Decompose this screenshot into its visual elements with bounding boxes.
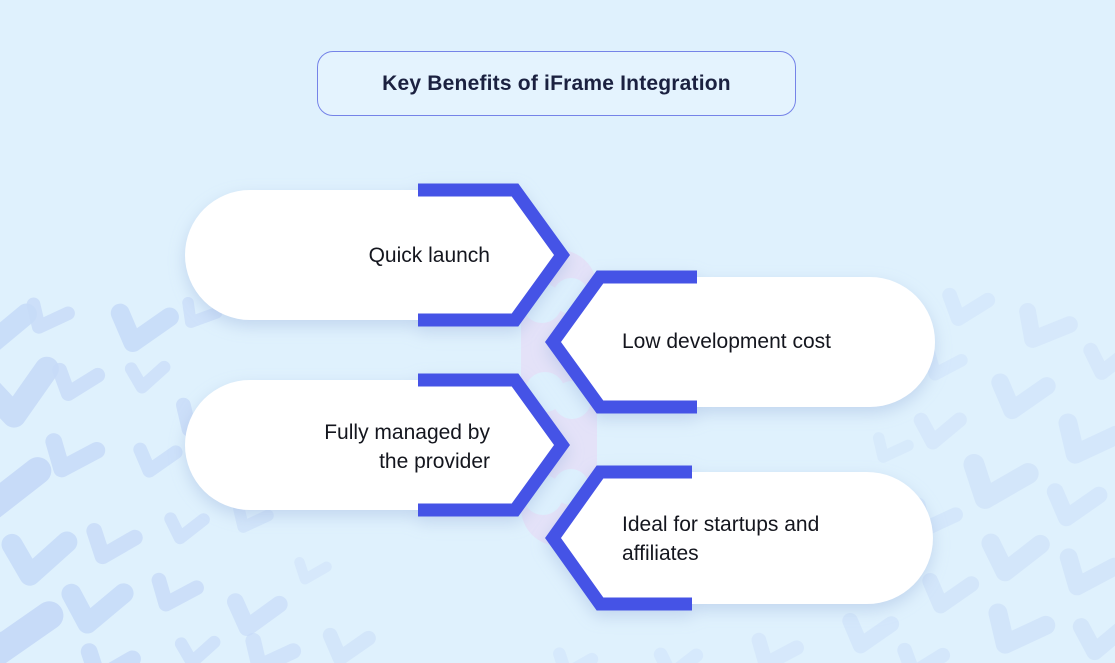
card-body	[553, 277, 935, 407]
v-logo-mark-icon	[230, 594, 279, 634]
v-logo-mark-icon	[54, 364, 98, 401]
v-logo-mark-icon	[752, 634, 797, 663]
v-logo-mark-icon	[67, 584, 124, 628]
v-logo-mark-icon	[964, 455, 1028, 509]
v-logo-mark-icon	[925, 574, 971, 612]
benefit-card-fully-managed	[185, 373, 571, 517]
card-arrow-right	[418, 373, 571, 517]
v-logo-mark-icon	[0, 369, 51, 418]
card-body	[553, 472, 933, 604]
v-logo-mark-icon	[657, 648, 696, 663]
benefit-label-line: Fully managed by	[324, 421, 490, 444]
title-badge: Key Benefits of iFrame Integration	[317, 51, 796, 116]
benefit-card-ideal-for-startups	[545, 465, 933, 611]
v-logo-mark-icon	[0, 456, 38, 519]
v-logo-mark-icon	[179, 638, 214, 663]
card-body	[185, 380, 562, 510]
v-logo-mark-icon	[987, 605, 1046, 657]
v-logo-mark-icon	[1087, 343, 1115, 377]
benefit-label-line: Ideal for startups and	[622, 513, 820, 536]
benefit-label-quick-launch: Quick launch	[250, 241, 490, 270]
card-arrow-right	[418, 183, 571, 327]
benefit-card-quick-launch	[185, 183, 571, 327]
card-body	[185, 190, 562, 320]
v-logo-mark-icon	[0, 597, 49, 663]
page-title: Key Benefits of iFrame Integration	[382, 71, 731, 95]
v-logo-mark-icon	[1060, 549, 1115, 596]
v-logo-mark-icon	[325, 628, 368, 663]
v-logo-mark-icon	[554, 648, 592, 663]
v-logo-mark-icon	[1057, 415, 1115, 467]
v-logo-mark-icon	[295, 558, 327, 585]
v-logo-mark-icon	[1049, 484, 1099, 525]
benefit-label-fully-managed: Fully managed by the provider	[260, 418, 490, 476]
v-logo-mark-icon	[1077, 619, 1115, 656]
v-logo-mark-icon	[26, 298, 68, 335]
v-logo-mark-icon	[899, 644, 943, 663]
benefit-label-line: affiliates	[622, 542, 699, 565]
v-logo-mark-icon	[45, 434, 96, 478]
v-logo-mark-icon	[167, 513, 203, 542]
card-arrow-left	[544, 270, 697, 414]
v-logo-mark-icon	[944, 289, 988, 326]
benefit-label-line: the provider	[379, 450, 490, 473]
v-logo-mark-icon	[986, 534, 1041, 578]
v-logo-mark-icon	[845, 614, 891, 652]
v-logo-mark-icon	[82, 644, 133, 663]
v-logo-mark-icon	[918, 413, 960, 446]
v-logo-mark-icon	[114, 304, 170, 350]
v-logo-mark-icon	[994, 374, 1047, 417]
v-logo-mark-icon	[135, 443, 175, 476]
v-logo-mark-icon	[8, 535, 67, 580]
benefit-label-low-development-cost: Low development cost	[622, 327, 912, 356]
benefit-label-ideal-for-startups: Ideal for startups and affiliates	[622, 510, 902, 568]
v-logo-mark-icon	[152, 574, 197, 613]
benefit-label-line: Low development cost	[622, 330, 831, 353]
v-logo-mark-icon	[872, 433, 908, 464]
benefit-label-line: Quick launch	[368, 244, 490, 267]
card-arrow-left	[545, 465, 692, 611]
v-logo-mark-icon	[87, 524, 135, 565]
benefit-card-low-development-cost	[544, 270, 935, 414]
v-logo-mark-icon	[244, 634, 293, 663]
v-logo-mark-icon	[1017, 304, 1069, 351]
v-logo-mark-icon	[0, 305, 26, 352]
v-logo-mark-icon	[129, 363, 164, 390]
